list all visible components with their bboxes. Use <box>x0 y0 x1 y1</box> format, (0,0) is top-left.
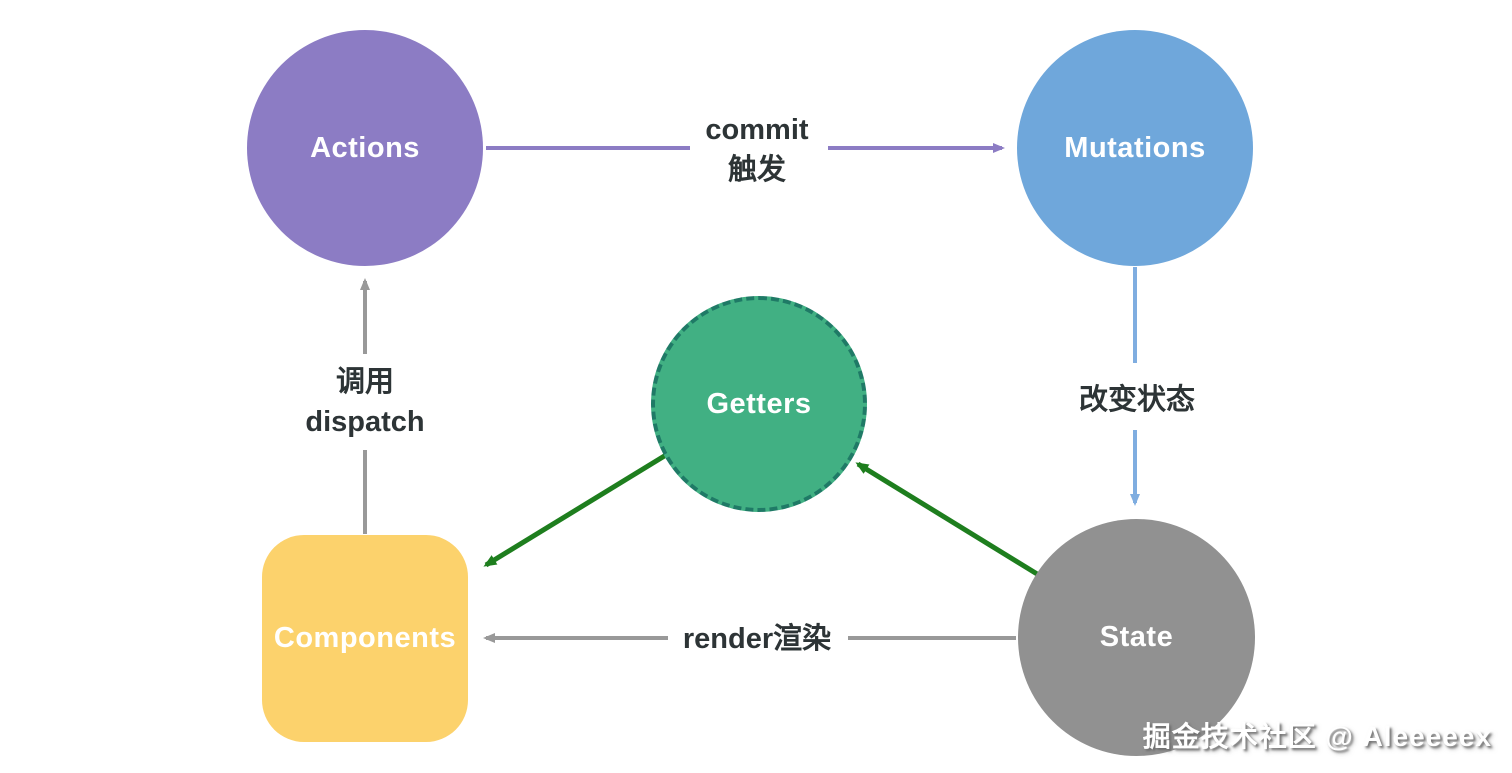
node-mutations: Mutations <box>1017 30 1253 266</box>
node-actions: Actions <box>247 30 483 266</box>
watermark: 掘金技术社区 @ Aleeeeex <box>1142 721 1492 752</box>
node-mutations-label: Mutations <box>1064 131 1206 164</box>
node-getters-label: Getters <box>706 387 812 420</box>
node-state: State <box>1018 519 1255 756</box>
edge-getters-components <box>483 452 668 568</box>
node-actions-label: Actions <box>310 131 420 164</box>
edge-label-render: render渲染 <box>683 619 831 659</box>
edge-label-render-text: render渲染 <box>682 623 832 655</box>
node-getters: Getters <box>651 296 867 512</box>
edge-label-commit: commit 触发 <box>705 110 808 190</box>
edge-label-dispatch-line2: dispatch <box>305 406 425 438</box>
node-components: Components <box>262 535 468 742</box>
edge-label-dispatch-line1: 调用 <box>335 366 394 398</box>
edge-label-dispatch: 调用 dispatch <box>305 362 424 442</box>
edge-label-change-state-text: 改变状态 <box>1078 384 1196 416</box>
node-components-label: Components <box>273 622 457 654</box>
edge-label-change-state: 改变状态 <box>1079 380 1195 420</box>
node-state-label: State <box>1099 621 1174 653</box>
edge-state-getters <box>855 461 1044 580</box>
edge-label-commit-line1: commit <box>705 114 809 146</box>
edge-label-commit-line2: 触发 <box>727 154 787 186</box>
